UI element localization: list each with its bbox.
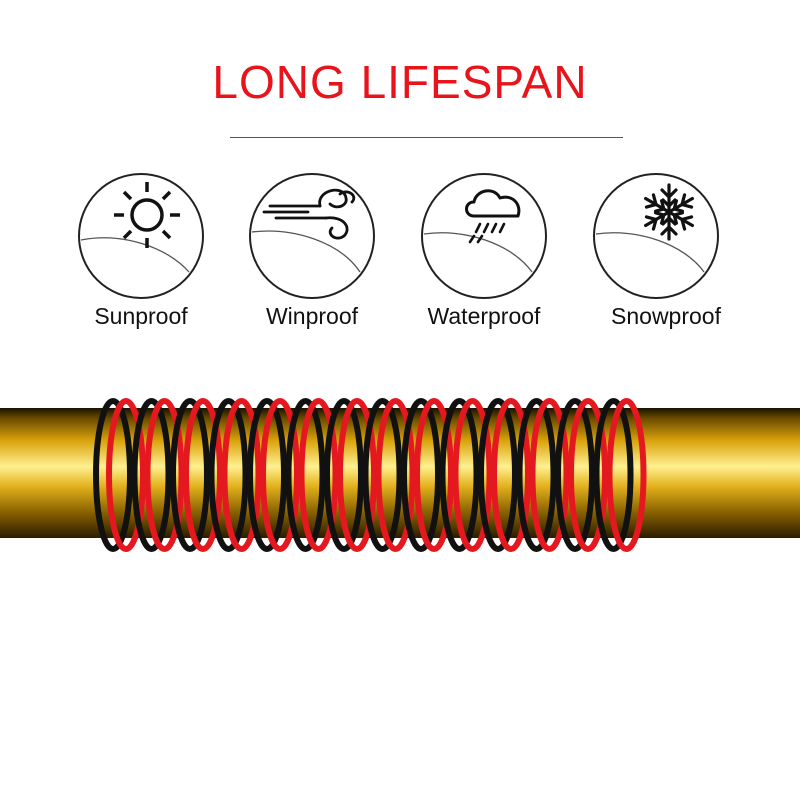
wind-icon — [249, 173, 375, 299]
red-wire-loop — [221, 398, 262, 552]
black-wire-loop — [208, 398, 249, 552]
red-wire-loop — [337, 398, 377, 552]
title-divider — [230, 137, 623, 138]
rain-cloud-icon — [421, 173, 547, 299]
feature-label-waterproof: Waterproof — [427, 303, 541, 329]
red-wire-loop — [414, 398, 454, 552]
feature-list: Sunproof Winproof Waterproof — [0, 0, 800, 340]
feature-label-sunproof: Sunproof — [94, 303, 188, 329]
cable-coil-image — [0, 398, 800, 552]
red-wire-loop — [375, 398, 416, 552]
red-wire-loop — [106, 398, 146, 552]
red-wire-loop — [452, 398, 493, 552]
black-wire-loop — [593, 398, 634, 552]
red-wire-loop — [568, 398, 608, 552]
black-wire-loop — [478, 398, 518, 552]
black-wire-loop — [131, 398, 172, 552]
sun-icon — [78, 173, 204, 299]
page-title: LONG LIFESPAN — [212, 56, 588, 108]
black-wire-loop — [285, 398, 326, 552]
feature-label-snowproof: Snowproof — [611, 303, 721, 329]
black-wire-loop — [555, 398, 595, 552]
black-wire-loop — [170, 398, 210, 552]
snowflake-icon — [593, 173, 719, 299]
black-wire-loop — [516, 398, 557, 552]
black-wire-loop — [439, 398, 480, 552]
feature-label-winproof: Winproof — [265, 303, 359, 329]
black-wire-loop — [324, 398, 364, 552]
black-wire-loop — [247, 398, 287, 552]
red-wire-loop — [491, 398, 531, 552]
red-wire-loop — [144, 398, 185, 552]
red-wire-loop — [260, 398, 300, 552]
red-wire-loop — [529, 398, 570, 552]
black-wire-loop — [401, 398, 441, 552]
black-wire-loop — [362, 398, 403, 552]
red-wire-loop — [298, 398, 339, 552]
red-wire-loop — [183, 398, 223, 552]
wire-coils — [93, 398, 647, 552]
black-wire-loop — [93, 398, 133, 552]
red-wire-loop — [606, 398, 647, 552]
